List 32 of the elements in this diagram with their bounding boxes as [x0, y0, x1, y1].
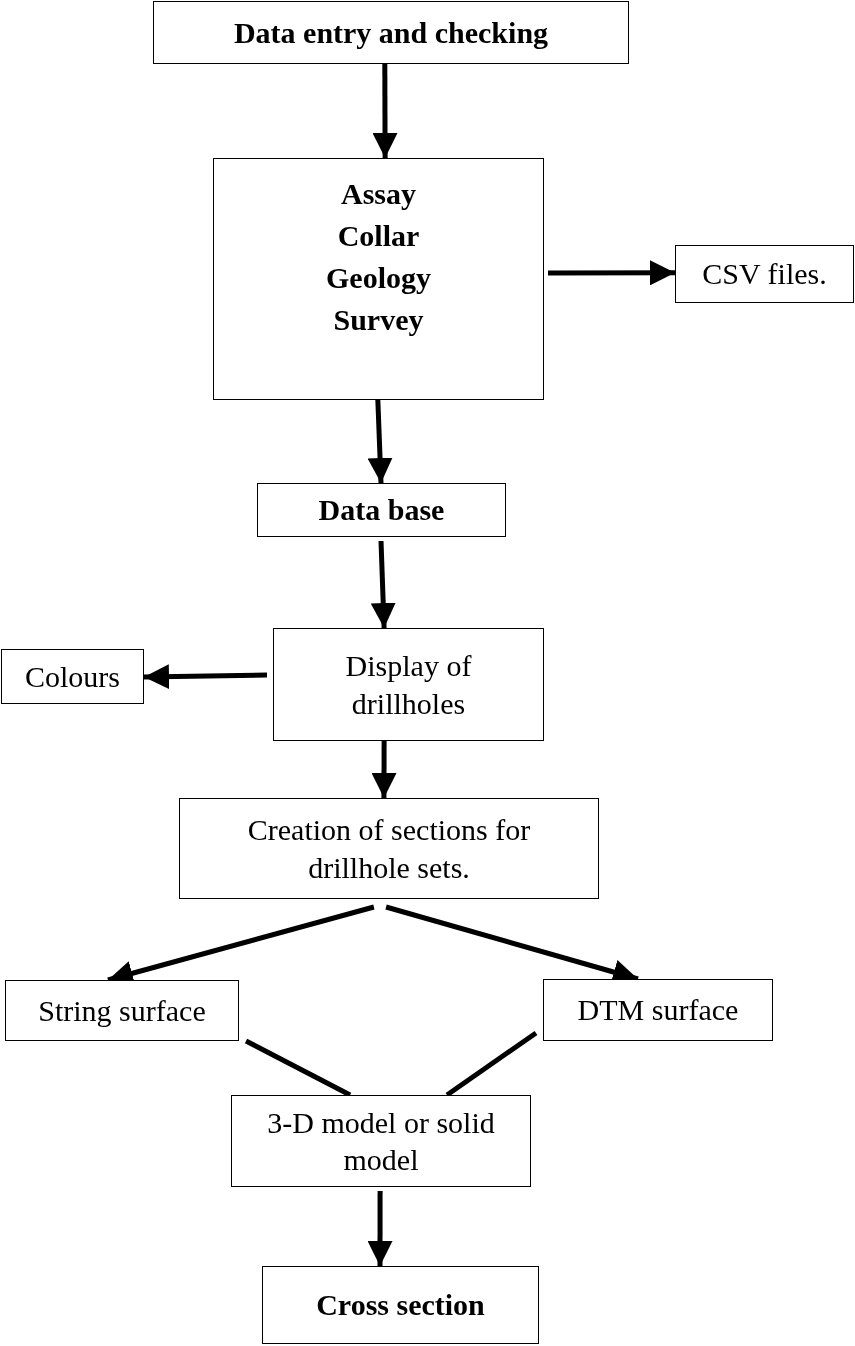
process-box [273, 628, 544, 741]
process-box [153, 1, 629, 64]
process-box [543, 979, 773, 1041]
box-label: Assay [341, 176, 416, 212]
box-label: Collar [337, 218, 420, 254]
process-box [675, 245, 854, 303]
box-label: DTM surface [577, 992, 739, 1029]
process-box [231, 1095, 531, 1187]
arrow [372, 64, 398, 158]
box-label: 3-D model or solid model [266, 1104, 496, 1178]
process-box [179, 798, 599, 899]
arrow [370, 540, 396, 629]
process-box [257, 483, 506, 537]
arrow [548, 260, 675, 286]
process-box [5, 980, 239, 1041]
arrow [367, 1191, 393, 1266]
arrow [367, 399, 393, 484]
box-label: String surface [38, 992, 206, 1029]
box-label: Cross section [316, 1287, 485, 1324]
arrow [371, 741, 397, 798]
box-label: Survey [333, 302, 424, 338]
process-box [262, 1266, 539, 1344]
process-box [213, 158, 544, 400]
arrow [143, 664, 268, 690]
process-box [1, 649, 144, 704]
box-label: Data base [318, 492, 445, 529]
box-label: Data entry and checking [233, 14, 549, 51]
box-label: Display of drillholes [344, 648, 473, 722]
box-label: CSV files. [702, 256, 827, 293]
box-label: Colours [25, 658, 120, 695]
box-label: Creation of sections for drillhole sets. [246, 812, 532, 886]
box-label: Geology [326, 260, 431, 296]
